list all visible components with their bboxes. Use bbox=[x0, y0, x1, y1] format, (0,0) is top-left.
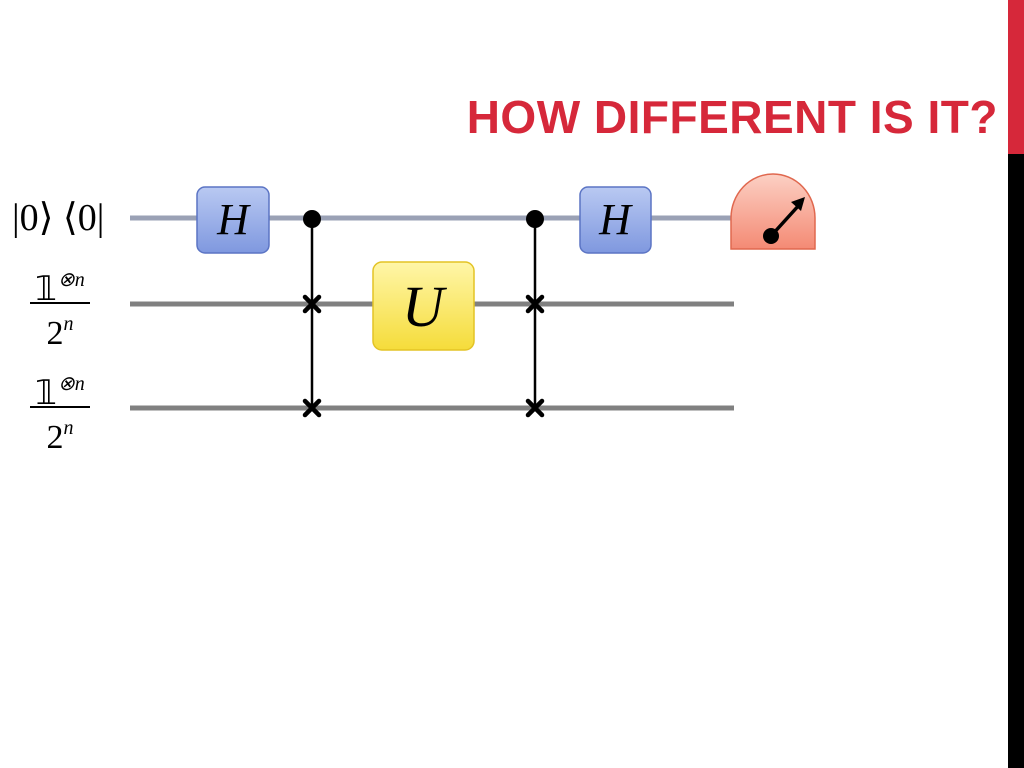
slide-title: HOW DIFFERENT IS IT? bbox=[466, 91, 998, 143]
fraction-bar bbox=[30, 302, 90, 304]
control-dot bbox=[303, 210, 321, 228]
controlled-swap-1 bbox=[302, 210, 322, 418]
accent-bar-bottom bbox=[1008, 154, 1024, 768]
mixed-state-1-numerator: 𝟙 bbox=[35, 271, 57, 308]
accent-bar-top bbox=[1008, 0, 1024, 154]
swap-cross-icon bbox=[525, 294, 545, 314]
swap-cross-icon bbox=[302, 294, 322, 314]
hadamard-gate-1-label: H bbox=[216, 195, 251, 244]
fraction-bar bbox=[30, 406, 90, 408]
mixed-state-label-1: 𝟙⊗n 2n bbox=[30, 262, 90, 352]
control-state-label: |0⟩ ⟨0| bbox=[12, 197, 105, 239]
swap-cross-icon bbox=[302, 398, 322, 418]
mixed-state-label-2: 𝟙⊗n 2n bbox=[30, 366, 90, 456]
hadamard-gate-2-label: H bbox=[598, 195, 633, 244]
mixed-state-1-numerator-exp: ⊗n bbox=[57, 269, 85, 291]
mixed-state-2-denominator: 2 bbox=[46, 419, 64, 456]
unitary-gate-label: U bbox=[402, 274, 448, 339]
unitary-gate: U bbox=[372, 261, 475, 351]
control-dot bbox=[526, 210, 544, 228]
mixed-state-1-denominator-exp: n bbox=[63, 313, 74, 335]
mixed-state-1-denominator: 2 bbox=[46, 315, 64, 352]
mixed-state-2-numerator: 𝟙 bbox=[35, 375, 57, 412]
mixed-state-2-numerator-exp: ⊗n bbox=[57, 373, 85, 395]
mixed-state-2-denominator-exp: n bbox=[63, 417, 74, 439]
controlled-swap-2 bbox=[525, 210, 545, 418]
hadamard-gate-1: H bbox=[196, 186, 270, 254]
hadamard-gate-2: H bbox=[579, 186, 652, 254]
swap-cross-icon bbox=[525, 398, 545, 418]
measurement-meter-icon bbox=[730, 173, 816, 250]
